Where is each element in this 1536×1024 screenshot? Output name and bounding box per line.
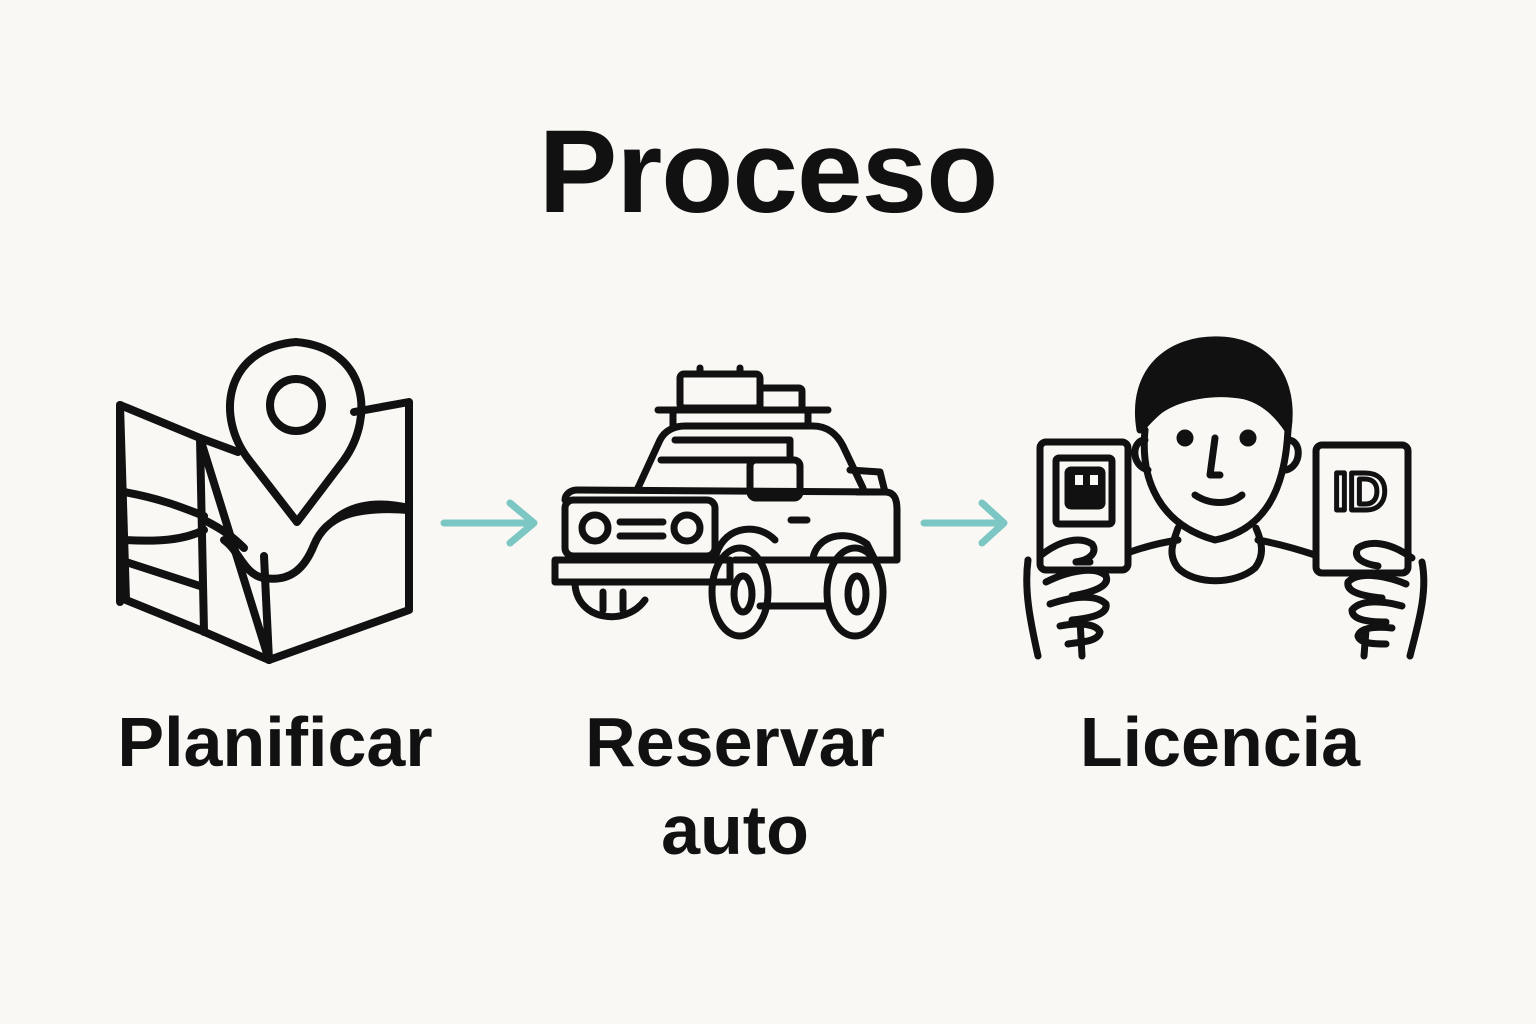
step-label-line: Planificar xyxy=(117,703,433,781)
step-label-line: Licencia xyxy=(1079,703,1361,781)
step-label-reservar-auto: Reservar auto xyxy=(540,698,930,874)
diagram-title: Proceso xyxy=(538,106,999,238)
person-holding-ids-icon: ID xyxy=(1010,330,1440,670)
arrow-right-icon xyxy=(438,495,548,551)
step-label-line: Reservar xyxy=(585,703,885,781)
map-pin-icon xyxy=(104,330,424,675)
arrow-right-icon xyxy=(918,495,1018,551)
step-label-licencia: Licencia xyxy=(1020,698,1420,786)
id-card-text: ID xyxy=(1333,462,1387,522)
step-label-planificar: Planificar xyxy=(80,698,470,786)
jeep-icon xyxy=(545,360,910,650)
step-label-line: auto xyxy=(661,791,809,869)
